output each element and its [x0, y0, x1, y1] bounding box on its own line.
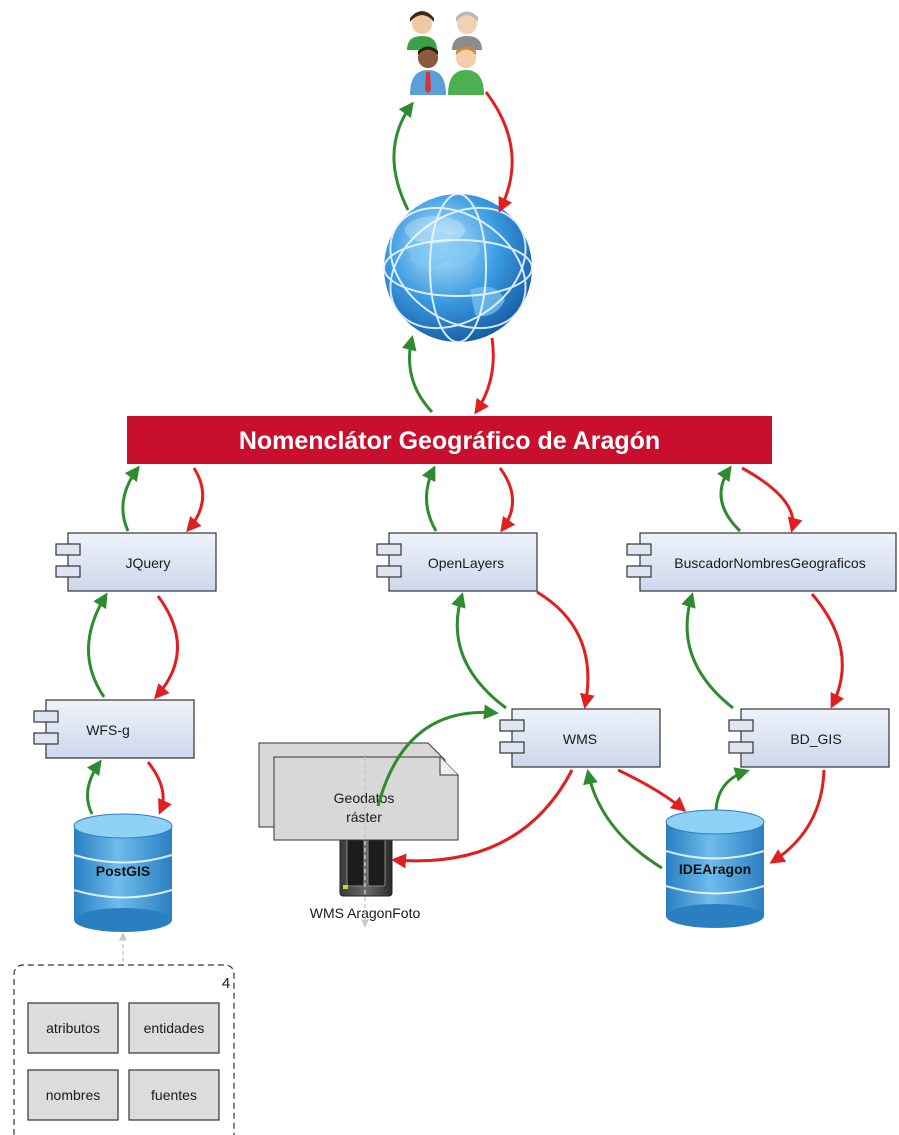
arrow-green-server-wms [376, 704, 499, 807]
database-label: IDEAragon [679, 861, 751, 877]
users-icon [407, 11, 484, 95]
arrow-red-jquery-wfsg [154, 595, 179, 700]
arrow-green-postgis-wfsg [86, 759, 102, 815]
arrow-red-wms-server [391, 769, 574, 869]
arrow-red-title-buscador [741, 466, 803, 533]
arrow-green-idearagon-wms [583, 769, 663, 870]
component-jquery: JQuery [55, 532, 217, 592]
database-idearagon: IDEAragon [665, 809, 765, 928]
package-item: nombres [46, 1087, 100, 1103]
arrow-red-globe-title [474, 337, 495, 415]
arrow-red-openlayers-wms [536, 590, 595, 709]
component-label: JQuery [125, 555, 170, 571]
documents-label-line2: ráster [346, 809, 382, 825]
arrow-green-wms-openlayers [451, 592, 507, 710]
page-title: Nomenclátor Geográfico de Aragón [239, 427, 660, 455]
arrow-red-bdgis-idearagon [769, 769, 826, 864]
documents-raster: Geodatos ráster [258, 742, 459, 841]
package-item: fuentes [151, 1087, 197, 1103]
arrow-red-wfsg-postgis [146, 761, 172, 815]
component-wms: WMS [499, 708, 661, 768]
arrow-green-bdgis-buscador [681, 592, 734, 710]
globe-icon [383, 193, 533, 343]
documents-label-line1: Geodatos [334, 790, 395, 806]
component-openlayers: OpenLayers [376, 532, 538, 592]
component-wfsg: WFS-g [33, 699, 195, 759]
title-bar: Nomenclátor Geográfico de Aragón [127, 416, 772, 464]
arrow-red-buscador-bdgis [810, 593, 845, 709]
arrow-green-idearagon-bdgis [714, 767, 750, 811]
arrow-green-title-globe [401, 335, 434, 414]
component-label: OpenLayers [428, 555, 504, 571]
arrow-green-buscador-title [717, 465, 742, 533]
arrow-green-globe-users [392, 101, 414, 211]
database-label: PostGIS [96, 863, 150, 879]
arrow-green-openlayers-title [421, 465, 438, 532]
package-number: 4 [222, 975, 230, 992]
database-postgis: PostGIS [73, 813, 173, 932]
component-buscador: BuscadorNombresGeograficos [626, 532, 897, 592]
component-label: BuscadorNombresGeograficos [674, 555, 865, 571]
component-label: BD_GIS [790, 731, 841, 747]
arrow-red-users-globe [484, 91, 514, 213]
package-tables: 4 atributos entidades nombres fuentes [13, 964, 235, 1135]
arrow-red-wms-idearagon [617, 768, 687, 812]
component-label: WMS [563, 731, 597, 747]
component-bdgis: BD_GIS [728, 708, 890, 768]
arrow-green-jquery-title [121, 465, 140, 532]
arrow-green-wfsg-jquery [87, 592, 108, 698]
component-label: WFS-g [86, 722, 130, 738]
package-item: entidades [144, 1020, 205, 1036]
arrow-red-title-jquery [186, 467, 205, 533]
arrow-red-title-openlayers [498, 467, 516, 533]
package-item: atributos [46, 1020, 100, 1036]
